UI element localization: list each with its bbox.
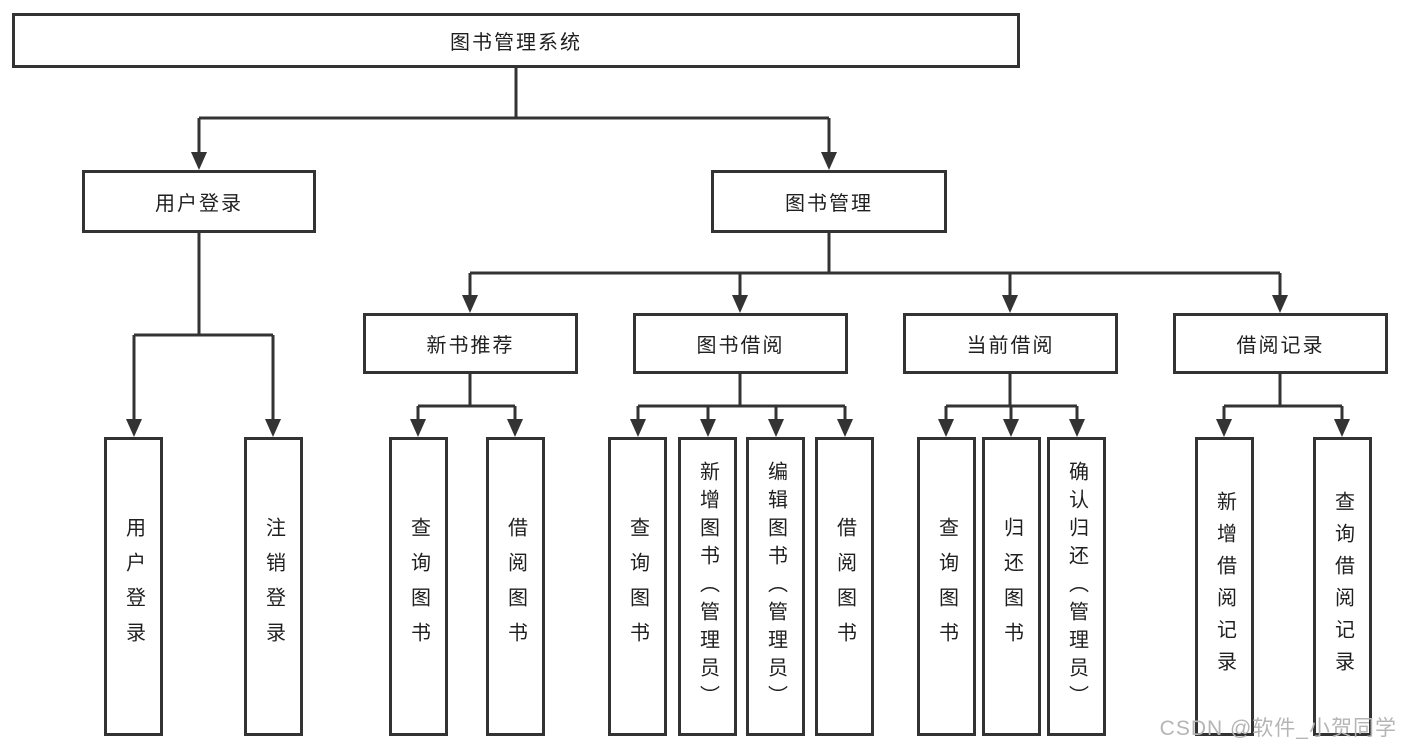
node-borrow-books: 借阅图书	[815, 437, 874, 736]
node-borrowing-records-label: 借阅记录	[1236, 335, 1325, 357]
node-current-borrowing: 当前借阅	[903, 313, 1118, 374]
node-add-books-admin: 新增图书（管理员）	[678, 437, 737, 736]
connector-book-borrow-split	[636, 374, 847, 420]
node-return-books-label: 归还图书	[1000, 516, 1023, 657]
node-user-login-action-label: 用户登录	[122, 516, 145, 657]
arrowheads-book-borrow-split	[630, 419, 853, 437]
node-book-management: 图书管理	[711, 170, 947, 233]
connector-user-login-split	[132, 233, 275, 420]
node-book-borrowing-label: 图书借阅	[696, 335, 785, 357]
node-add-books-admin-label: 新增图书（管理员）	[696, 460, 719, 713]
node-book-management-label: 图书管理	[785, 193, 873, 215]
node-query-books-borrowing-label: 查询图书	[626, 516, 649, 657]
connector-book-management-split	[468, 233, 1282, 296]
node-root: 图书管理系统	[12, 13, 1020, 68]
node-return-books: 归还图书	[982, 437, 1041, 736]
node-new-book-recommendation: 新书推荐	[363, 313, 578, 374]
connector-current-borrow-split	[944, 374, 1079, 420]
node-query-books-current-label: 查询图书	[935, 516, 958, 657]
node-current-borrowing-label: 当前借阅	[966, 335, 1055, 357]
connector-root-split	[197, 68, 831, 154]
node-query-books-recommend-label: 查询图书	[407, 516, 430, 657]
node-query-books-recommend: 查询图书	[389, 437, 448, 736]
node-query-borrow-record: 查询借阅记录	[1313, 437, 1372, 736]
arrowheads-new-book-split	[410, 419, 523, 437]
node-book-borrowing: 图书借阅	[633, 313, 848, 374]
node-logout-action-label: 注销登录	[262, 516, 285, 657]
node-query-books-current: 查询图书	[917, 437, 976, 736]
node-add-borrow-record: 新增借阅记录	[1195, 437, 1254, 736]
arrowheads-book-management-split	[462, 295, 1288, 313]
arrowheads-root-split	[191, 152, 837, 170]
arrowheads-current-borrow-split	[938, 419, 1085, 437]
node-new-book-recommendation-label: 新书推荐	[426, 335, 515, 357]
node-borrowing-records: 借阅记录	[1173, 313, 1388, 374]
connector-new-book-split	[416, 374, 517, 420]
node-borrow-books-recommend-label: 借阅图书	[504, 516, 527, 657]
node-user-login-action: 用户登录	[104, 437, 163, 736]
connector-borrow-records-split	[1222, 374, 1344, 420]
node-query-borrow-record-label: 查询借阅记录	[1331, 490, 1354, 683]
node-root-label: 图书管理系统	[450, 32, 582, 54]
node-borrow-books-recommend: 借阅图书	[486, 437, 545, 736]
node-user-login: 用户登录	[82, 170, 316, 233]
arrowheads-user-login-split	[126, 419, 281, 437]
arrowheads-borrow-records-split	[1216, 419, 1350, 437]
node-borrow-books-label: 借阅图书	[833, 516, 856, 657]
node-confirm-return-admin-label: 确认归还（管理员）	[1065, 460, 1088, 713]
watermark: CSDN @软件_小贺同学	[1159, 717, 1397, 740]
node-user-login-label: 用户登录	[155, 193, 243, 215]
node-logout-action: 注销登录	[244, 437, 303, 736]
node-add-borrow-record-label: 新增借阅记录	[1213, 490, 1236, 683]
node-query-books-borrowing: 查询图书	[608, 437, 667, 736]
node-confirm-return-admin: 确认归还（管理员）	[1047, 437, 1106, 736]
node-edit-books-admin: 编辑图书（管理员）	[746, 437, 805, 736]
node-edit-books-admin-label: 编辑图书（管理员）	[764, 460, 787, 713]
